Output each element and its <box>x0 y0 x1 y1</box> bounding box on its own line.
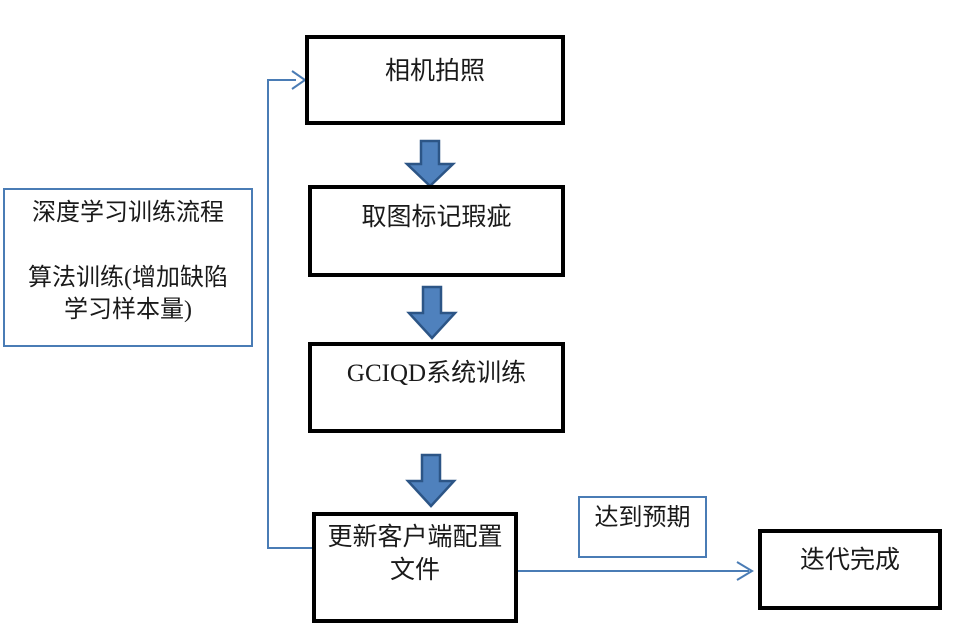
node-annotate-label: 取图标记瑕疵 <box>361 204 512 231</box>
node-update-config-box: 更新客户端配置 文件 <box>312 512 518 623</box>
node-update-label-line2: 文件 <box>389 557 440 584</box>
node-iteration-done-box: 迭代完成 <box>758 529 942 610</box>
node-iteration-done-label: 迭代完成 <box>799 547 900 574</box>
down-block-arrow-1 <box>403 139 457 188</box>
edge-label-expectation-box: 达到预期 <box>578 496 707 558</box>
edge-label-expectation: 达到预期 <box>594 505 691 531</box>
done-arrowhead-icon <box>736 561 754 581</box>
left-annotation-line2: 算法训练(增加缺陷 <box>28 265 228 291</box>
node-update-label-line1: 更新客户端配置 <box>327 524 503 551</box>
left-annotation-line3: 学习样本量) <box>64 297 192 323</box>
down-block-arrow-3 <box>405 453 457 508</box>
left-annotation-box: 深度学习训练流程 算法训练(增加缺陷 学习样本量) <box>3 188 253 347</box>
node-annotate-box: 取图标记瑕疵 <box>308 185 565 277</box>
down-block-arrow-2 <box>406 285 458 340</box>
feedback-line <box>267 79 312 549</box>
node-camera-label: 相机拍照 <box>384 58 485 85</box>
node-train-box: GCIQD系统训练 <box>308 342 565 433</box>
node-train-label: GCIQD系统训练 <box>346 360 527 387</box>
node-camera-box: 相机拍照 <box>305 35 565 125</box>
left-annotation-title: 深度学习训练流程 <box>32 200 224 226</box>
